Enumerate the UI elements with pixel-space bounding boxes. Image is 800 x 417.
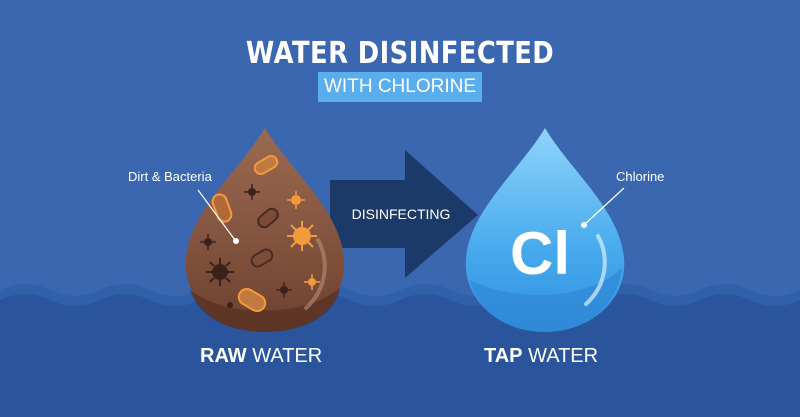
- disinfecting-label: DISINFECTING: [352, 206, 451, 222]
- virus-dark-1: [244, 184, 260, 200]
- sea-front-wave: [0, 294, 800, 417]
- bacteria-rod-5: [237, 288, 267, 312]
- bacteria-rod-2: [211, 193, 233, 223]
- tap-water-caption: TAP WATER: [484, 345, 598, 368]
- chlorine-annotation: Chlorine: [616, 169, 665, 184]
- raw-water-caption: RAW WATER: [200, 345, 322, 368]
- raw-caption-bold: RAW: [200, 345, 247, 367]
- chlorine-symbol: Cl: [510, 220, 570, 287]
- virus-dark-large: [206, 258, 234, 286]
- dirt-bacteria-dot: [233, 238, 239, 244]
- dirt-bacteria-annotation: Dirt & Bacteria: [128, 169, 212, 184]
- disinfecting-arrow: [330, 150, 478, 278]
- virus-dark-4: [227, 302, 233, 308]
- dirt-bacteria-leader: [197, 189, 236, 241]
- virus-dark-3: [276, 282, 292, 298]
- page-title: WATER DISINFECTED: [245, 36, 555, 71]
- chlorine-dot: [581, 222, 587, 228]
- bacteria-rod-4: [250, 248, 274, 268]
- tap-caption-rest: WATER: [522, 345, 599, 367]
- tap-water-drop: Cl: [465, 128, 625, 332]
- subtitle-text: WITH CHLORINE: [324, 76, 476, 97]
- tap-caption-bold: TAP: [484, 345, 523, 367]
- raw-caption-rest: WATER: [246, 345, 323, 367]
- raw-water-drop: [185, 128, 345, 332]
- virus-orange-large: [287, 221, 317, 251]
- chlorine-leader: [584, 187, 625, 225]
- virus-orange-bottom: [304, 274, 320, 290]
- virus-dark-2: [200, 234, 216, 250]
- bacteria-rod-3: [257, 207, 279, 229]
- virus-orange-small: [287, 191, 305, 209]
- subtitle-badge: WITH CHLORINE: [318, 72, 482, 102]
- bacteria-rod-1: [253, 155, 279, 175]
